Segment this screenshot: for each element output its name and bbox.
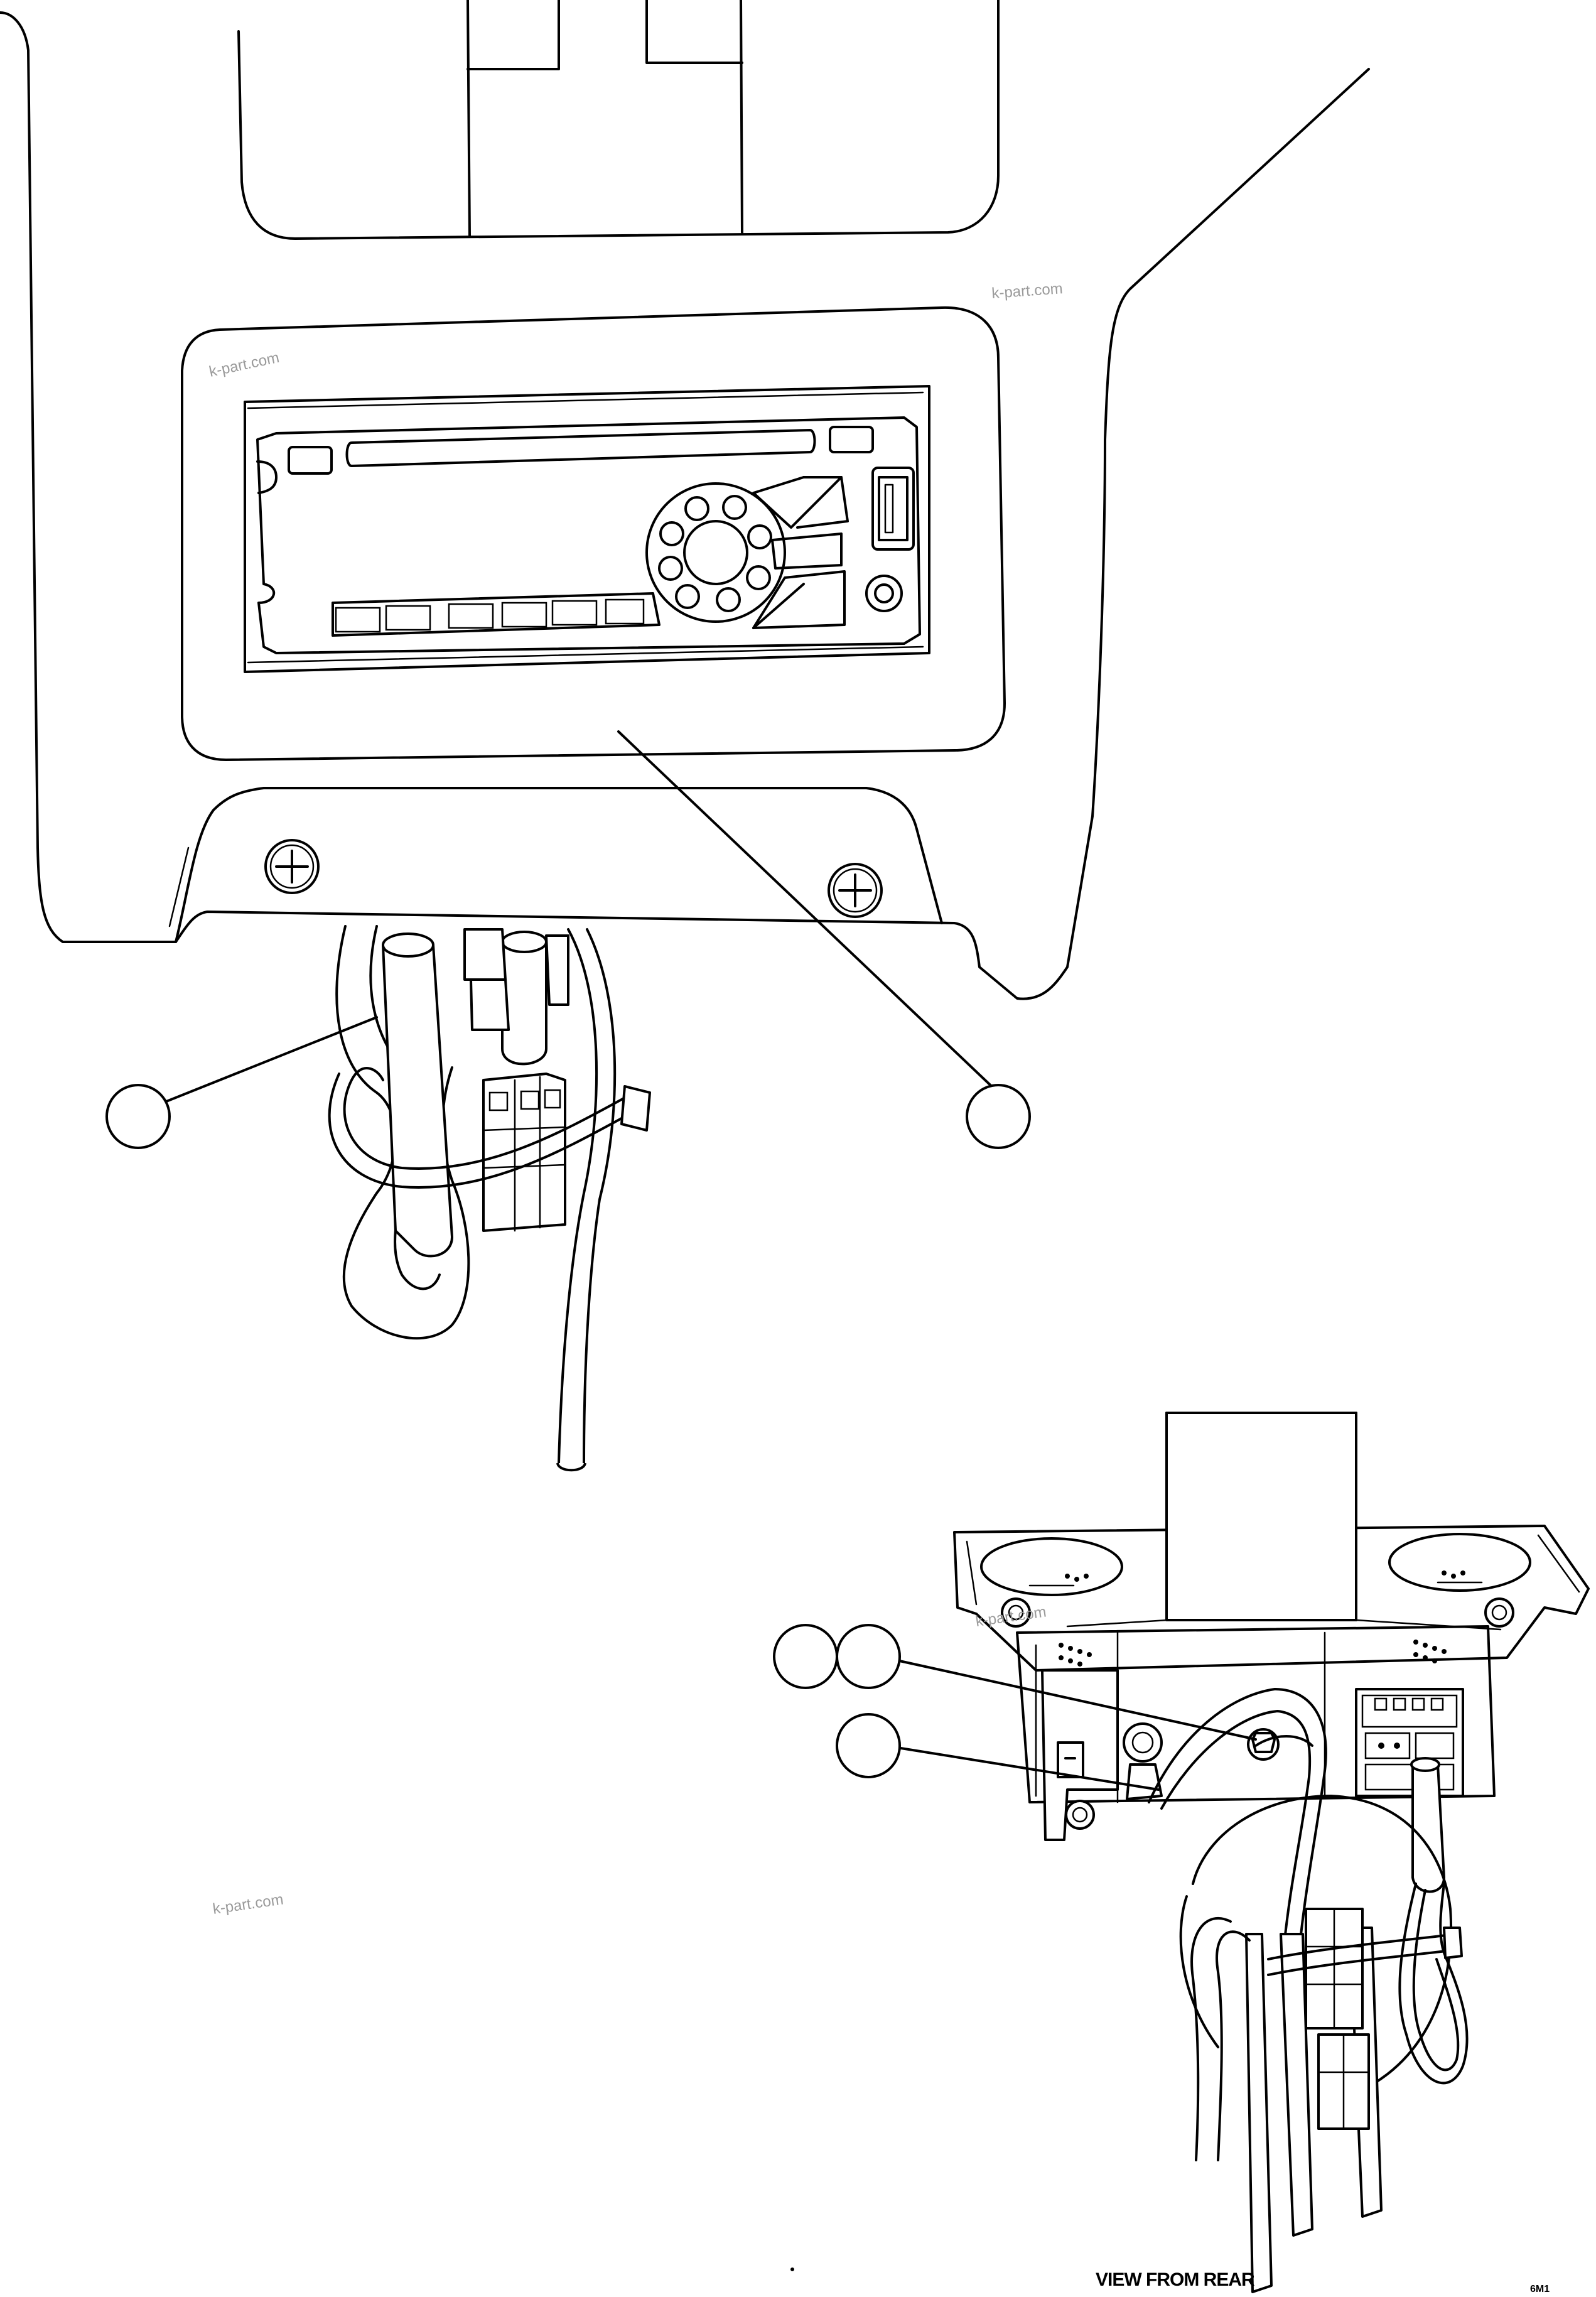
drawing-code: 6M1 bbox=[1530, 2284, 1550, 2294]
callout-circle-1 bbox=[105, 1084, 171, 1149]
callout-circle-4 bbox=[836, 1624, 901, 1689]
watermark: k-part.com bbox=[208, 349, 281, 381]
screw-right-icon bbox=[828, 863, 883, 918]
stray-mark bbox=[790, 2267, 794, 2271]
vent-dots bbox=[1059, 1570, 1465, 1667]
callout-leader-radio bbox=[617, 730, 1000, 1094]
wire-harness bbox=[328, 925, 651, 1472]
watermark: k-part.com bbox=[991, 280, 1064, 302]
rear-view bbox=[953, 1412, 1590, 2293]
callout-circle-3 bbox=[773, 1624, 838, 1689]
callouts-top bbox=[105, 730, 1031, 1149]
radio-head-unit bbox=[244, 385, 930, 673]
watermark: k-part.com bbox=[212, 1891, 284, 1918]
view-caption: VIEW FROM REAR bbox=[1096, 2269, 1255, 2290]
callouts-rear bbox=[773, 1624, 1257, 1791]
callout-leader-ground-stud bbox=[884, 1657, 1257, 1741]
callout-leader-harness bbox=[156, 1016, 378, 1106]
radio-bezel bbox=[181, 306, 1006, 761]
upper-panel bbox=[237, 0, 1000, 240]
callout-circle-2 bbox=[966, 1084, 1031, 1149]
callout-circle-5 bbox=[836, 1713, 901, 1778]
dash-console bbox=[0, 11, 1370, 1000]
screw-left-icon bbox=[264, 839, 320, 894]
callout-leader-bracket bbox=[884, 1744, 1160, 1791]
